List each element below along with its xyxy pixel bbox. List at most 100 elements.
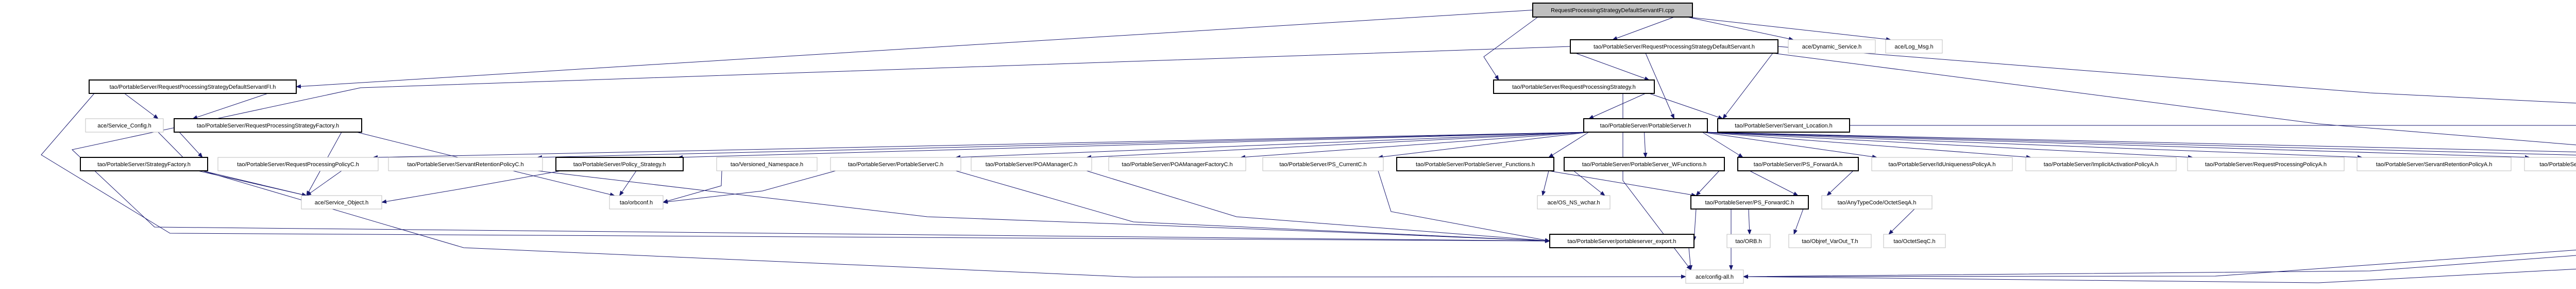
include-edge — [1687, 17, 1891, 41]
graph-node-ace-config-all-h: ace/config-all.h — [1685, 269, 1744, 284]
node-label: tao/PortableServer/PortableServer_WFunct… — [1582, 162, 1707, 168]
node-label: ace/config-all.h — [1696, 274, 1734, 280]
graph-node-tao-portableserver-requestprocessingstrategydefaultservant-h[interactable]: tao/PortableServer/RequestProcessingStra… — [1570, 39, 1778, 54]
graph-node-tao-objref-varout-t-h: tao/Objref_VarOut_T.h — [1788, 234, 1872, 248]
node-label: tao/PortableServer/ServantRetentionPolic… — [407, 162, 523, 168]
node-box — [1788, 39, 1876, 54]
node-box[interactable] — [80, 157, 208, 171]
include-edge — [1747, 208, 1752, 235]
node-label: ace/Dynamic_Service.h — [1802, 44, 1862, 50]
include-edge — [1575, 53, 1650, 81]
graph-node-ace-dynamic-service-h: ace/Dynamic_Service.h — [1788, 39, 1876, 54]
node-label: tao/PortableServer/PortableServerC.h — [848, 162, 943, 168]
node-label: ace/OS_NS_wchar.h — [1547, 200, 1600, 206]
graph-node-tao-portableserver-servantretentionpolicyc-h: tao/PortableServer/ServantRetentionPolic… — [388, 157, 543, 171]
node-box[interactable] — [1493, 79, 1655, 94]
graph-node-tao-portableserver-requestprocessingstrategydefaultservantfi-h[interactable]: tao/PortableServer/RequestProcessingStra… — [89, 79, 297, 94]
graph-node-tao-portableserver-servantretentionpolicya-h: tao/PortableServer/ServantRetentionPolic… — [2357, 157, 2512, 171]
graph-node-tao-portableserver-requestprocessingpolicya-h: tao/PortableServer/RequestProcessingPoli… — [2187, 157, 2345, 171]
node-label: tao/PortableServer/RequestProcessingStra… — [197, 123, 339, 129]
include-edge — [1702, 132, 2576, 156]
include-edge — [1541, 170, 1549, 196]
graph-node-tao-portableserver-portableserver-export-h[interactable]: tao/PortableServer/portableserver_export… — [1549, 234, 1694, 248]
node-box — [1885, 39, 1943, 54]
graph-node-tao-portableserver-portableserver-h[interactable]: tao/PortableServer/PortableServer.h — [1583, 118, 1708, 133]
include-edge — [1696, 170, 1720, 196]
include-edge — [1702, 132, 2576, 152]
graph-node-tao-portableserver-requestprocessingstrategy-h[interactable]: tao/PortableServer/RequestProcessingStra… — [1493, 79, 1655, 94]
include-edge — [1643, 132, 1648, 158]
graph-node-requestprocessingstrategydefaultservantfi-cpp: RequestProcessingStrategyDefaultServantF… — [1532, 3, 1693, 18]
graph-node-tao-portableserver-iduniquenesspolicya-h: tao/PortableServer/IdUniquenessPolicyA.h — [1871, 157, 2013, 171]
include-edge — [1483, 17, 1538, 81]
graph-node-tao-portableserver-poamanagerc-h: tao/PortableServer/POAManagerC.h — [971, 157, 1092, 171]
node-box[interactable] — [1549, 234, 1694, 248]
graph-node-tao-portableserver-portableserver-wfunctions-h[interactable]: tao/PortableServer/PortableServer_WFunct… — [1564, 157, 1725, 171]
include-edge — [381, 170, 562, 204]
graph-node-tao-portableserver-requestprocessingstrategyfactory-h[interactable]: tao/PortableServer/RequestProcessingStra… — [174, 118, 362, 133]
node-box[interactable] — [1570, 39, 1778, 54]
node-label: tao/PortableServer/PS_CurrentC.h — [1279, 162, 1366, 168]
node-box — [1537, 195, 1611, 210]
include-edge — [1688, 247, 1693, 270]
include-edge — [1722, 53, 1773, 119]
graph-node-tao-orb-h: tao/ORB.h — [1726, 234, 1771, 248]
graph-node-tao-portableserver-policy-strategy-h[interactable]: tao/PortableServer/Policy_Strategy.h — [555, 157, 684, 171]
node-label: tao/ORB.h — [1735, 238, 1761, 245]
include-edge — [124, 93, 159, 119]
include-edge — [306, 170, 342, 196]
node-box — [2025, 157, 2177, 171]
node-label: tao/PortableServer/portableserver_export… — [1568, 238, 1676, 245]
node-box[interactable] — [1737, 157, 1859, 171]
include-edge — [1702, 132, 2193, 159]
include-edge — [663, 170, 836, 204]
node-box — [716, 157, 818, 171]
node-label: tao/PortableServer/POAManagerFactoryC.h — [1122, 162, 1232, 168]
include-edge — [537, 170, 1550, 243]
graph-node-tao-orbconf-h: tao/orbconf.h — [609, 195, 664, 210]
node-label: tao/PortableServer/PortableServer.h — [1600, 123, 1691, 129]
node-box — [2187, 157, 2345, 171]
include-edge — [1702, 132, 2363, 159]
node-box[interactable] — [1396, 157, 1554, 171]
graph-node-tao-portableserver-poamanagerfactoryc-h: tao/PortableServer/POAManagerFactoryC.h — [1108, 157, 1246, 171]
graph-node-tao-portableserver-strategyfactory-h[interactable]: tao/PortableServer/StrategyFactory.h — [80, 157, 208, 171]
node-label: tao/Objref_VarOut_T.h — [1802, 238, 1858, 245]
graph-node-tao-portableserver-implicitactivationpolicya-h: tao/PortableServer/ImplicitActivationPol… — [2025, 157, 2177, 171]
node-box — [85, 118, 164, 133]
include-edge — [1777, 46, 2576, 104]
node-box[interactable] — [1583, 118, 1708, 133]
node-label: tao/PortableServer/RequestProcessingPoli… — [237, 162, 359, 168]
include-edge — [955, 170, 1550, 243]
include-edge — [1702, 132, 2530, 159]
graph-node-tao-portableserver-portableserver-functions-h[interactable]: tao/PortableServer/PortableServer_Functi… — [1396, 157, 1554, 171]
node-label: tao/PortableServer/PS_ForwardC.h — [1705, 200, 1794, 206]
include-edge — [1548, 132, 1589, 158]
node-box — [301, 195, 382, 210]
node-box[interactable] — [89, 79, 297, 94]
node-label: tao/Versioned_Namespace.h — [731, 162, 803, 168]
node-box[interactable] — [174, 118, 362, 133]
node-box[interactable] — [1717, 118, 1850, 133]
node-box[interactable] — [1690, 195, 1809, 210]
graph-node-tao-portableserver-servant-location-h[interactable]: tao/PortableServer/Servant_Location.h — [1717, 118, 1850, 133]
include-edge — [1826, 170, 1854, 196]
node-box — [1821, 195, 1933, 210]
node-box — [2524, 157, 2576, 171]
node-label: tao/AnyTypeCode/OctetSeqA.h — [1838, 200, 1917, 206]
node-label: tao/PortableServer/POAManagerC.h — [986, 162, 1078, 168]
include-edge — [1645, 53, 1674, 119]
node-box[interactable] — [1564, 157, 1725, 171]
include-edge — [1612, 17, 1674, 40]
include-edge — [1772, 53, 2576, 146]
graph-node-tao-portableserver-ps-forwarda-h[interactable]: tao/PortableServer/PS_ForwardA.h — [1737, 157, 1859, 171]
graph-node-tao-versioned-namespace-h: tao/Versioned_Namespace.h — [716, 157, 818, 171]
node-box — [1871, 157, 2013, 171]
node-label: tao/PortableServer/IdUniquenessPolicyA.h — [1889, 162, 1996, 168]
graph-node-tao-anytypecode-octetseqa-h: tao/AnyTypeCode/OctetSeqA.h — [1821, 195, 1933, 210]
node-box[interactable] — [555, 157, 684, 171]
include-edge — [1086, 132, 1589, 159]
graph-node-tao-portableserver-ps-forwardc-h[interactable]: tao/PortableServer/PS_ForwardC.h — [1690, 195, 1809, 210]
